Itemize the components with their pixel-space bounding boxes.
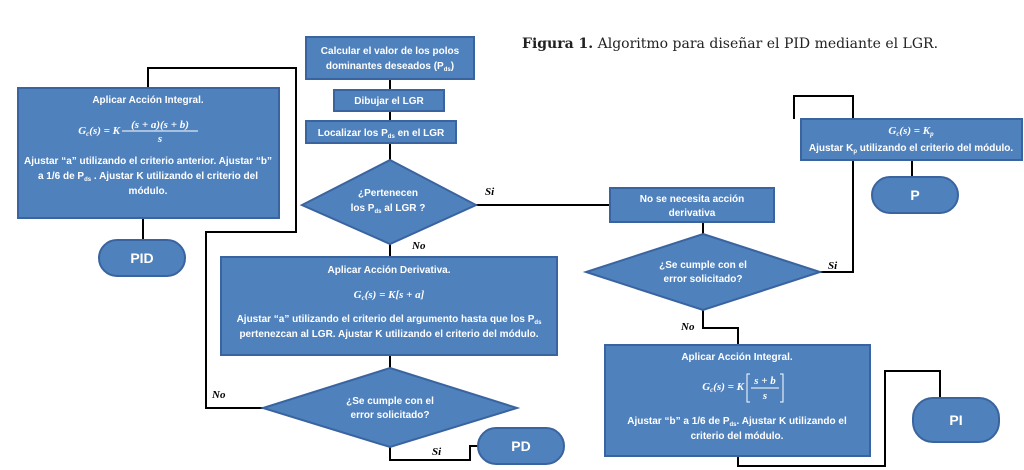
decision-error-1: ¿Se cumple con el error solicitado? (259, 366, 521, 449)
error1-line2: error solicitado? (351, 410, 430, 421)
terminal-pi: PI (912, 397, 1000, 443)
process-derivativa: Aplicar Acción Derivativa. Gc(s) = K[s +… (220, 256, 558, 356)
integral-pid-line2: a 1/6 de Pds . Ajustar K utilizando el c… (38, 171, 258, 183)
decision-error-2: ¿Se cumple con el error solicitado? (582, 232, 824, 312)
connector-error1-no-loop (147, 67, 297, 409)
terminal-pd-label: PD (511, 438, 530, 454)
terminal-pd: PD (477, 427, 565, 465)
process-localizar-polos: Localizar los Pds en el LGR (305, 120, 457, 144)
integral-pi-eq-num: s + b (753, 375, 776, 387)
integral-pi-eq-den: s (762, 390, 767, 402)
label-no-error2: No (680, 321, 695, 333)
terminal-p: P (871, 176, 959, 214)
error2-line1: ¿Se cumple con el (659, 260, 747, 271)
integral-pi-line2: criterio del módulo. (691, 431, 784, 442)
connector-error2-si-to-proporcional (793, 95, 854, 273)
integral-pi-eq-lhs: Gc(s) = K (702, 381, 744, 394)
no-derivativa-line2: derivativa (669, 208, 716, 219)
label-si-error2: Si (828, 260, 838, 272)
process-calcular-polos: Calcular el valor de los polos dominante… (305, 36, 475, 80)
figure-caption: Figura 1. Algoritmo para diseñar el PID … (522, 36, 938, 52)
proporcional-line: Ajustar Kp utilizando el criterio del mó… (809, 143, 1013, 155)
integral-pid-line1: Ajustar “a” utilizando el criterio anter… (24, 156, 272, 167)
derivativa-title: Aplicar Acción Derivativa. (327, 265, 450, 276)
process-integral-pid: Aplicar Acción Integral. Gc(s) = K (s + … (17, 87, 280, 219)
figure-caption-label: Figura 1. (522, 36, 594, 52)
terminal-pid: PID (98, 239, 186, 277)
connector-error1-si-to-pd (389, 445, 478, 461)
process-integral-pi: Aplicar Acción Integral. Gc(s) = K s + b… (604, 344, 871, 457)
pertenecen-line1: ¿Pertenecen (358, 188, 418, 199)
figure-caption-text: Algoritmo para diseñar el PID mediante e… (597, 36, 939, 52)
localizar-text: Localizar los Pds en el LGR (318, 128, 445, 140)
terminal-pi-label: PI (949, 412, 962, 428)
no-derivativa-line1: No se necesita acción (640, 194, 745, 205)
proporcional-eq: Gc(s) = Kp (888, 125, 934, 138)
label-no-pertenecen: No (411, 240, 426, 252)
terminal-pid-label: PID (130, 250, 153, 266)
decision-pertenecen: ¿Pertenecen los Pds al LGR ? (299, 158, 479, 246)
error2-line2: error solicitado? (664, 274, 743, 285)
integral-pi-title: Aplicar Acción Integral. (681, 352, 793, 363)
label-no-error1: No (211, 389, 226, 401)
integral-pid-line3: módulo. (129, 186, 168, 197)
integral-pi-line1: Ajustar “b” a 1/6 de Pds. Ajustar K util… (627, 416, 847, 428)
label-si-pertenecen: Si (485, 186, 495, 198)
derivativa-line1: Ajustar “a” utilizando el criterio del a… (237, 314, 543, 326)
pertenecen-line2: los Pds al LGR ? (351, 203, 426, 215)
integral-pid-title: Aplicar Acción Integral. (92, 95, 204, 106)
calc-polos-line2: dominantes deseados (Pds) (326, 61, 454, 73)
terminal-p-label: P (910, 187, 919, 203)
process-proporcional: Gc(s) = Kp Ajustar Kp utilizando el crit… (800, 118, 1023, 161)
process-no-derivativa: No se necesita acción derivativa (609, 187, 775, 223)
calc-polos-line1: Calcular el valor de los polos (321, 46, 460, 57)
dibujar-lgr-text: Dibujar el LGR (354, 96, 424, 107)
connector-error2-no-to-pi (702, 310, 739, 345)
integral-pid-eq-num: (s + a)(s + b) (131, 119, 189, 131)
error1-line1: ¿Se cumple con el (346, 396, 434, 407)
integral-pid-eq-lhs: Gc(s) = K (78, 125, 120, 138)
integral-pid-eq-den: s (157, 133, 162, 145)
derivativa-line2: pertenezcan al LGR. Ajustar K utilizando… (239, 329, 538, 340)
connectors (142, 67, 941, 467)
process-dibujar-lgr: Dibujar el LGR (333, 89, 445, 112)
connector-pi-to-terminal (737, 370, 941, 467)
derivativa-eq: Gc(s) = K[s + a] (354, 289, 425, 302)
label-si-error1: Si (432, 446, 442, 458)
